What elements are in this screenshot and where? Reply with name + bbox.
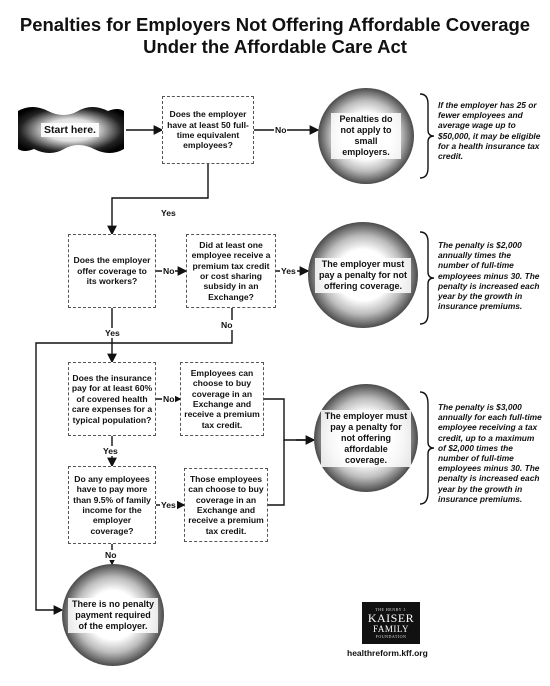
brace-note-2 <box>419 231 435 325</box>
logo-bottom-text: FOUNDATION <box>375 634 407 639</box>
arrow-q7-c3 <box>268 440 285 506</box>
label-q4-no: No <box>162 394 176 404</box>
q6-box: Do any employees have to pay more than 9… <box>68 466 156 544</box>
arrow-q3-c4 <box>35 308 233 615</box>
q3-text: Did at least one employee receive a prem… <box>191 239 271 302</box>
logo-top-text: THE HENRY J. <box>375 607 407 612</box>
q6-text: Do any employees have to pay more than 9… <box>73 473 151 536</box>
q7-text: Those employees can choose to buy covera… <box>188 473 264 536</box>
c1-text: Penalties do not apply to small employer… <box>331 113 401 159</box>
logo-family-text: FAMILY <box>373 624 409 634</box>
q3-box: Did at least one employee receive a prem… <box>186 234 276 308</box>
source-url: healthreform.kff.org <box>347 648 428 658</box>
c4-text: There is no penalty payment required of … <box>68 597 158 633</box>
q7-box: Those employees can choose to buy covera… <box>184 468 268 542</box>
q4-text: Does the insurance pay for at least 60% … <box>71 372 153 425</box>
label-q6-yes: Yes <box>160 500 177 510</box>
q2-text: Does the employer offer coverage to its … <box>73 255 151 287</box>
arrow-q5-c3 <box>264 398 312 441</box>
note-small-employers: If the employer has 25 or fewer employee… <box>438 100 541 162</box>
page-title: Penalties for Employers Not Offering Aff… <box>0 14 550 58</box>
note-no-coverage-penalty: The penalty is $2,000 annually times the… <box>438 240 540 312</box>
c2-text: The employer must pay a penalty for not … <box>315 257 411 293</box>
note-unaffordable-penalty: The penalty is $3,000 annually for each … <box>438 402 542 504</box>
c4-circle: There is no penalty payment required of … <box>62 564 164 666</box>
q1-box: Does the employer have at least 50 full-… <box>162 96 254 164</box>
label-q3-yes: Yes <box>280 266 297 276</box>
brace-note-3 <box>419 391 435 505</box>
start-label: Start here. <box>41 123 99 137</box>
start-terminal: Start here. <box>14 103 126 157</box>
q2-box: Does the employer offer coverage to its … <box>68 234 156 308</box>
label-q2-no: No <box>162 266 176 276</box>
q5-box: Employees can choose to buy coverage in … <box>180 362 264 436</box>
c3-circle: The employer must pay a penalty for not … <box>314 384 418 492</box>
q4-box: Does the insurance pay for at least 60% … <box>68 362 156 436</box>
title-line-2: Under the Affordable Care Act <box>143 36 407 57</box>
c2-circle: The employer must pay a penalty for not … <box>308 222 418 328</box>
arrow-q1-q2 <box>107 164 209 236</box>
label-q1-no: No <box>274 125 288 135</box>
q5-text: Employees can choose to buy coverage in … <box>184 367 260 430</box>
label-q1-yes: Yes <box>160 208 177 218</box>
title-line-1: Penalties for Employers Not Offering Aff… <box>19 14 531 35</box>
logo-kaiser-text: KAISER <box>367 611 415 625</box>
q1-text: Does the employer have at least 50 full-… <box>167 109 249 151</box>
label-q4-yes: Yes <box>102 446 119 456</box>
label-q2-yes: Yes <box>104 328 121 338</box>
label-q3-no: No <box>220 320 234 330</box>
brace-note-1 <box>419 93 435 179</box>
kaiser-family-foundation-logo: THE HENRY J. KAISER FAMILY FOUNDATION <box>362 602 420 644</box>
c3-text: The employer must pay a penalty for not … <box>321 409 411 467</box>
label-q6-no: No <box>104 550 118 560</box>
c1-circle: Penalties do not apply to small employer… <box>318 88 414 184</box>
